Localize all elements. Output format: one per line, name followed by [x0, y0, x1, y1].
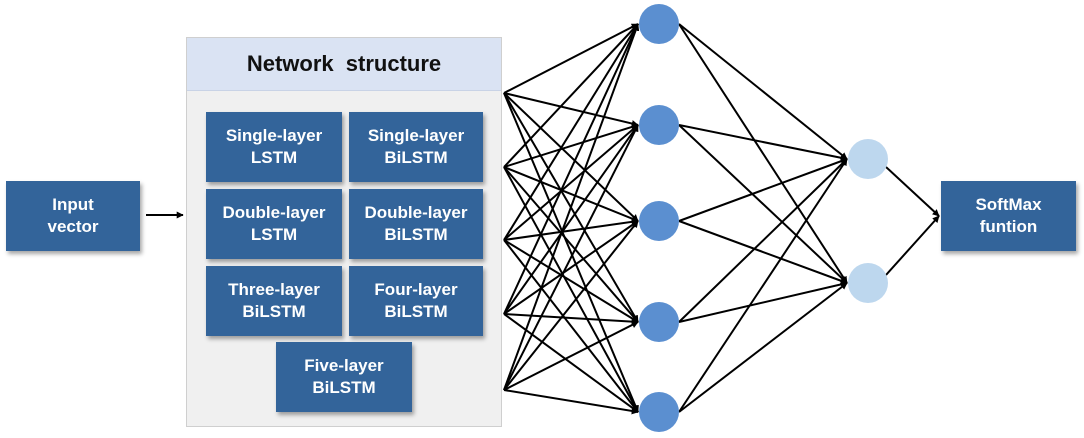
edge-panel-2-to-h1-4 [503, 239, 639, 413]
edge-panel-1-to-h1-4 [503, 166, 639, 413]
edge-panel-4-to-h1-1 [503, 124, 639, 391]
hidden-layer-1-node-4 [639, 392, 679, 432]
edge-h1-0-to-h2-0 [678, 23, 848, 160]
structure-label: Three-layer BiLSTM [228, 280, 320, 321]
connection-lines [146, 23, 940, 415]
edge-panel-3-to-h1-1 [503, 124, 639, 315]
edge-h1-1-to-h2-1 [678, 124, 848, 284]
hidden-layer-1-node-2 [639, 201, 679, 241]
hidden-layer-1-node-1 [639, 105, 679, 145]
edge-panel-1-to-h1-3 [503, 166, 639, 323]
edge-h1-2-to-h2-1 [678, 220, 848, 285]
neuron-nodes [639, 4, 888, 432]
edge-panel-1-to-h1-2 [503, 166, 639, 222]
edge-panel-4-to-h1-0 [503, 23, 640, 391]
edge-h1-3-to-h2-1 [678, 281, 848, 323]
softmax-function-label: SoftMax funtion [975, 195, 1042, 236]
structure-single-layer-bilstm: Single-layer BiLSTM [349, 112, 483, 182]
edge-panel-2-to-h1-3 [503, 239, 639, 323]
edge-h1-2-to-h2-0 [678, 157, 848, 222]
edge-panel-0-to-h1-4 [503, 92, 639, 413]
edge-panel-3-to-h1-0 [503, 23, 639, 315]
edge-panel-4-to-h1-3 [503, 321, 639, 391]
edge-panel-4-to-h1-4 [503, 389, 639, 415]
structure-label: Double-layer BiLSTM [364, 203, 468, 244]
edge-h1-3-to-h2-0 [678, 158, 848, 323]
edge-panel-4-to-h1-2 [503, 220, 639, 391]
edge-h1-4-to-h2-0 [678, 158, 848, 413]
structure-double-layer-bilstm: Double-layer BiLSTM [349, 189, 483, 259]
edge-panel-0-to-h1-1 [503, 92, 639, 127]
structure-three-layer-bilstm: Three-layer BiLSTM [206, 266, 342, 336]
edge-panel-3-to-h1-2 [503, 220, 639, 315]
structure-double-layer-lstm: Double-layer LSTM [206, 189, 342, 259]
edge-panel-2-to-h1-0 [503, 23, 639, 241]
input-vector-box: Input vector [6, 181, 140, 251]
structure-single-layer-lstm: Single-layer LSTM [206, 112, 342, 182]
structure-label: Single-layer BiLSTM [367, 126, 465, 167]
edge-panel-1-to-h1-0 [503, 23, 639, 168]
structure-label: Four-layer BiLSTM [374, 280, 458, 321]
edge-panel-0-to-h1-2 [503, 92, 639, 222]
structure-label: Single-layer LSTM [225, 126, 323, 167]
hidden-layer-2-node-1 [848, 263, 888, 303]
edge-h1-1-to-h2-0 [678, 124, 848, 162]
edge-panel-0-to-h1-0 [503, 23, 639, 94]
structure-four-layer-bilstm: Four-layer BiLSTM [349, 266, 483, 336]
network-structure-title: Network structure [187, 38, 501, 91]
edge-h2-1-to-softmax [885, 215, 940, 276]
edge-h1-4-to-h2-1 [678, 282, 848, 413]
edge-h2-0-to-softmax [885, 166, 940, 217]
input-vector-label: Input vector [47, 195, 99, 236]
edge-panel-1-to-h1-1 [503, 123, 639, 168]
hidden-layer-1-node-3 [639, 302, 679, 342]
edge-panel-2-to-h1-2 [503, 218, 639, 241]
structure-label: Double-layer LSTM [222, 203, 326, 244]
edge-panel-2-to-h1-1 [503, 124, 639, 241]
hidden-layer-2-node-0 [848, 139, 888, 179]
edge-panel-3-to-h1-3 [503, 313, 639, 326]
hidden-layer-1-node-0 [639, 4, 679, 44]
structure-five-layer-bilstm: Five-layer BiLSTM [276, 342, 412, 412]
structure-label: Five-layer BiLSTM [304, 356, 384, 397]
edge-h1-0-to-h2-1 [678, 23, 848, 284]
softmax-function-box: SoftMax funtion [941, 181, 1076, 251]
